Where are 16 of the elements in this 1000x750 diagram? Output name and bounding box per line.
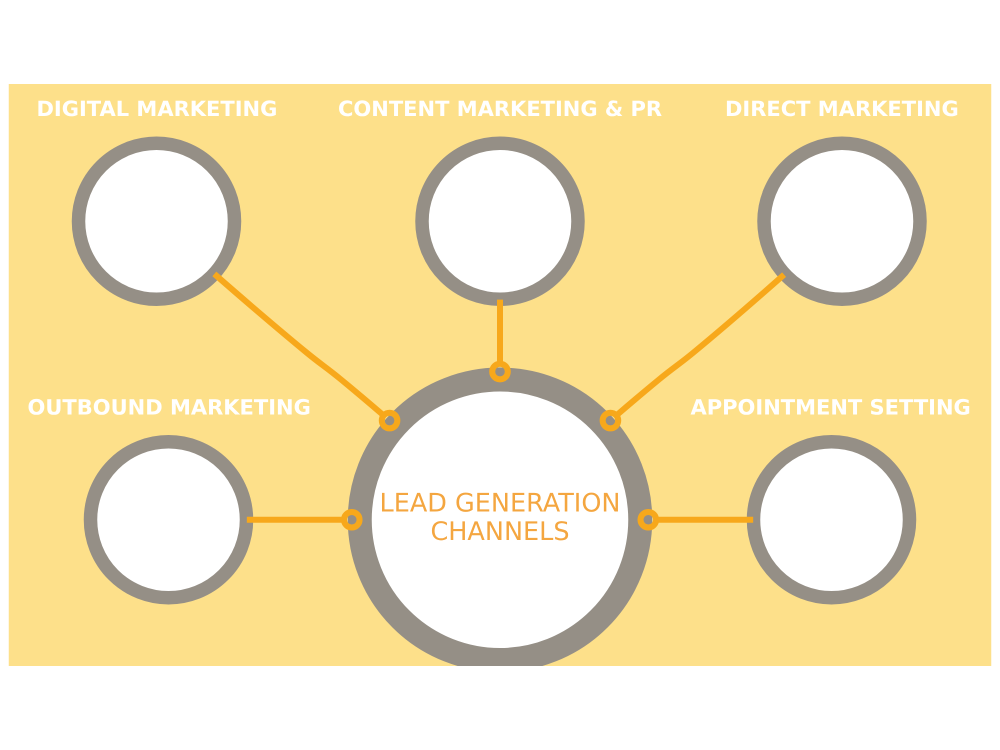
- node-circle: LEAD GENERATION CHANNELS: [348, 368, 652, 666]
- node-label: CONTENT MARKETING & PR: [338, 96, 662, 121]
- connector: [246, 508, 363, 531]
- connector: [638, 508, 754, 531]
- node-circle: [746, 435, 916, 604]
- connector: [212, 272, 400, 432]
- node-label: OUTBOUND MARKETING: [28, 395, 311, 420]
- node-circle: [72, 136, 242, 306]
- node-label: DIRECT MARKETING: [725, 96, 959, 121]
- node-circle: [757, 136, 927, 306]
- connector: [489, 300, 511, 382]
- node-circle: [415, 136, 585, 306]
- node-label: APPOINTMENT SETTING: [690, 395, 971, 420]
- node-circle: [84, 435, 254, 604]
- node-label: DIGITAL MARKETING: [36, 96, 278, 121]
- connector: [600, 272, 786, 432]
